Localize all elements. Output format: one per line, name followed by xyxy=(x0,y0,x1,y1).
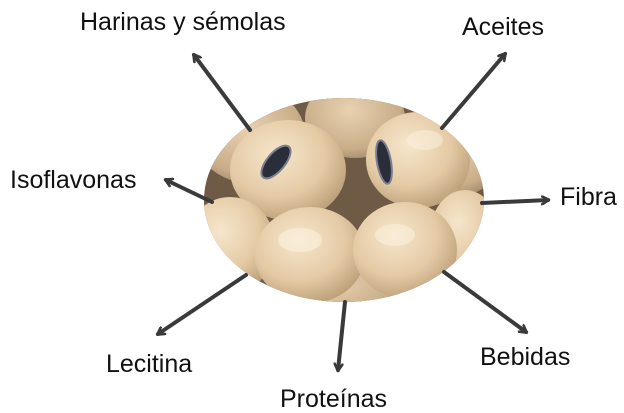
label-proteinas: Proteínas xyxy=(280,387,387,412)
label-fibra: Fibra xyxy=(560,185,617,210)
arrow-aceites xyxy=(442,54,505,128)
soybean xyxy=(255,207,365,303)
label-aceites: Aceites xyxy=(462,15,544,40)
label-lecitina: Lecitina xyxy=(106,352,192,377)
arrow-harinas xyxy=(194,55,250,130)
label-isoflavonas: Isoflavonas xyxy=(10,168,136,193)
label-bebidas: Bebidas xyxy=(480,345,570,370)
arrow-proteinas xyxy=(338,302,345,370)
arrow-fibra xyxy=(482,200,548,203)
label-harinas: Harinas y sémolas xyxy=(80,10,286,35)
arrow-lecitina xyxy=(158,275,246,334)
arrow-bebidas xyxy=(444,272,526,332)
soybean xyxy=(353,202,457,298)
